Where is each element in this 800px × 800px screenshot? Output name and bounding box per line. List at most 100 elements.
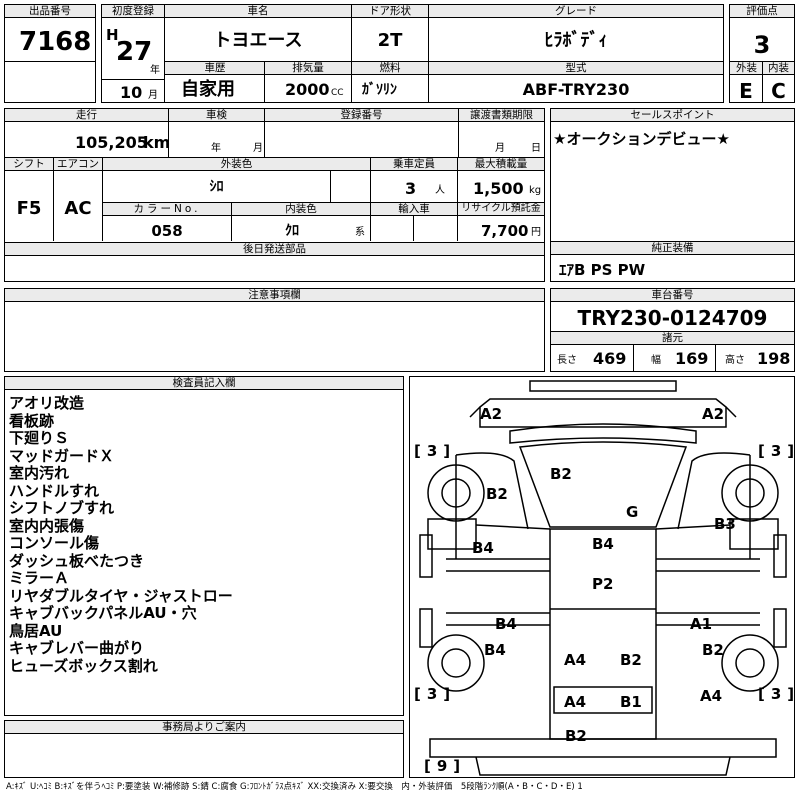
interior-color: ｸﾛ <box>285 223 299 239</box>
max-load: 1,500 <box>473 179 524 198</box>
genuine-equipment-label: 純正装備 <box>551 242 794 255</box>
lot-number-label: 出品番号 <box>5 5 95 18</box>
displacement-label: 排気量 <box>265 62 351 75</box>
inspector-notes-box: 検査員記入欄 アオリ改造 看板跡 下廻りＳ マッドガードＸ 室内汚れ ハンドルす… <box>4 376 404 716</box>
office-notice-box: 事務局よりご案内 <box>4 720 404 778</box>
interior-color-label: 内装色 <box>232 203 370 216</box>
registration-month: 10 <box>120 83 143 102</box>
model-label: 型式 <box>429 62 723 75</box>
score-box: 評価点 3 <box>729 4 795 62</box>
fuel: ｶﾞｿﾘﾝ <box>362 82 397 98</box>
height: 198 <box>757 349 791 368</box>
max-load-label: 最大積載量 <box>458 158 544 171</box>
transfer-day-unit: 日 <box>531 143 541 154</box>
inspector-note: 室内内張傷 <box>9 516 85 535</box>
fuel-box: 燃料 ｶﾞｿﾘﾝ <box>351 61 429 103</box>
recycle-deposit-label: リサイクル預託金 <box>458 203 544 216</box>
damage-legend: A:ｷｽﾞ U:ﾍｺﾐ B:ｷｽﾞを伴うﾍｺﾐ P:要塗装 W:補修跡 S:錆 … <box>6 782 583 792</box>
inspection-month-unit: 月 <box>253 143 263 154</box>
damage-mark: A2 <box>480 405 503 423</box>
tire-tread-bracket: [3] <box>414 685 451 703</box>
inspector-notes-label: 検査員記入欄 <box>5 377 403 390</box>
displacement: 2000 <box>285 80 330 99</box>
transfer-month-unit: 月 <box>495 143 505 154</box>
width: 169 <box>675 349 709 368</box>
damage-mark: B2 <box>565 727 587 745</box>
mileage-label: 走行 <box>5 109 168 122</box>
exterior-score: E <box>739 79 753 103</box>
tire-tread-value: 3 <box>770 442 782 460</box>
damage-mark: B2 <box>550 465 572 483</box>
sales-point-text: ★オークションデビュー★ <box>553 130 730 148</box>
recycle-deposit-unit: 円 <box>531 227 541 238</box>
tire-tread-value: 3 <box>770 685 782 703</box>
inspection-label: 車検 <box>169 109 264 122</box>
exterior-color-label: 外装色 <box>103 158 370 171</box>
history: 自家用 <box>181 79 235 100</box>
mileage-unit: km <box>143 133 171 152</box>
inspector-note: シフトノブすれ <box>9 499 115 517</box>
later-parts-label: 後日発送部品 <box>5 243 544 256</box>
inspector-note: リヤダブルタイヤ・ジャストロー <box>9 586 233 605</box>
exterior-color: ｼﾛ <box>209 179 224 195</box>
damage-mark: B4 <box>592 535 614 553</box>
chassis-box: 車台番号 TRY230-0124709 諸元 長さ 469 幅 169 高さ 1… <box>550 288 795 372</box>
air-conditioner: AC <box>64 198 92 219</box>
inspector-note: ダッシュ板べたつき <box>9 551 145 570</box>
inspector-note: 室内汚れ <box>9 464 70 482</box>
inspector-note: ハンドルすれ <box>9 481 100 500</box>
damage-mark: B4 <box>472 539 494 557</box>
length-label: 長さ <box>557 355 577 366</box>
vehicle-diagram-box: A2 A2 B2 B2 G B3 B4 B4 P2 B4 A1 B4 A4 B2… <box>409 376 795 778</box>
inspector-note: ヒューズボックス割れ <box>9 656 158 675</box>
registration-number-label: 登録番号 <box>265 109 458 122</box>
tire-tread-bracket: [3] <box>758 685 795 703</box>
int-ext-score-box: 外装 内装 E C <box>729 61 795 103</box>
history-label: 車歴 <box>165 62 265 75</box>
door-box: ドア形状 2T <box>351 4 429 62</box>
truck-outline-diagram <box>419 380 787 776</box>
year-unit: 年 <box>150 65 160 76</box>
history-box: 車歴 排気量 自家用 2000 CC <box>164 61 352 103</box>
damage-mark: A1 <box>690 615 713 633</box>
damage-mark: B2 <box>620 651 642 669</box>
lot-number: 7168 <box>19 27 92 57</box>
grade-label: グレード <box>429 5 723 18</box>
spec-box: 走行 車検 登録番号 譲渡書類期限 105,205 km 年 月 月 日 シフト… <box>4 108 545 282</box>
tire-tread-bracket: [9] <box>424 757 461 775</box>
damage-mark: G <box>626 503 639 521</box>
fuel-label: 燃料 <box>352 62 428 75</box>
recycle-deposit: 7,700 <box>481 222 529 240</box>
length: 469 <box>593 349 627 368</box>
inspector-note: キャブバックパネルAU・穴 <box>9 604 197 622</box>
damage-mark: B2 <box>486 485 508 503</box>
registration-year: 27 <box>116 37 153 67</box>
damage-mark: B4 <box>495 615 517 633</box>
inspection-year-unit: 年 <box>211 143 221 154</box>
door-label: ドア形状 <box>352 5 428 18</box>
grade-box: グレード ﾋﾗﾎﾞﾃﾞｨ <box>428 4 724 62</box>
shift-label: シフト <box>5 158 53 171</box>
damage-mark: A4 <box>564 651 587 669</box>
width-label: 幅 <box>651 355 661 366</box>
damage-mark: B3 <box>714 515 736 533</box>
car-name-box: 車名 トヨエース <box>164 4 352 62</box>
lot-extra-box <box>4 61 96 103</box>
inspector-note: キャブレバー曲がり <box>9 639 145 657</box>
model: ABF-TRY230 <box>522 80 630 99</box>
door-type: 2T <box>377 30 403 51</box>
seats-unit: 人 <box>435 185 445 196</box>
inspector-notes-list: アオリ改造 看板跡 下廻りＳ マッドガードＸ 室内汚れ ハンドルすれ シフトノブ… <box>9 394 233 675</box>
tire-tread-value: 3 <box>426 685 438 703</box>
score: 3 <box>753 31 771 59</box>
inspector-note: ミラーＡ <box>9 569 70 587</box>
inspector-note: マッドガードＸ <box>9 446 115 465</box>
grade: ﾋﾗﾎﾞﾃﾞｨ <box>544 30 608 51</box>
specs-label: 諸元 <box>551 331 794 345</box>
max-load-unit: kg <box>529 185 542 196</box>
inspector-note: コンソール傷 <box>9 534 100 552</box>
sales-point-label: セールスポイント <box>551 109 794 122</box>
genuine-equipment: ｴｱB PS PW <box>559 261 646 279</box>
damage-mark: A2 <box>702 405 725 423</box>
tire-tread-bracket: [3] <box>414 442 451 460</box>
